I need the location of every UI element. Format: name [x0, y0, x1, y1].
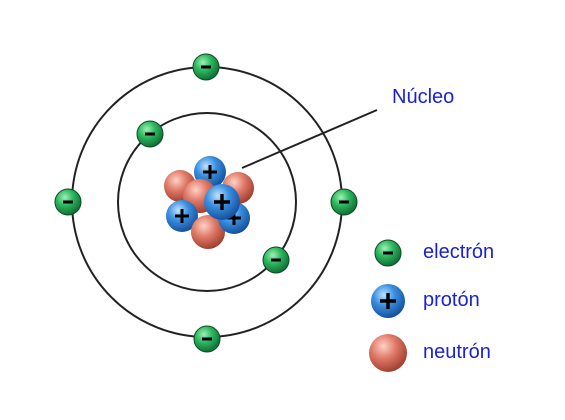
electron	[136, 120, 164, 148]
legend-neutron-icon	[369, 334, 407, 372]
electron	[193, 325, 221, 353]
proton	[204, 184, 240, 220]
legend-proton-label: protón	[423, 289, 480, 311]
inner-orbit	[117, 112, 297, 292]
electron	[330, 188, 358, 216]
legend-neutron-label: neutrón	[423, 341, 491, 363]
legend-electron-label: electrón	[423, 241, 495, 263]
nucleus-pointer-line	[241, 109, 378, 169]
nucleus	[164, 156, 254, 249]
electron	[262, 246, 290, 274]
electron	[54, 188, 82, 216]
proton	[166, 200, 198, 232]
electron	[192, 53, 220, 81]
legend-electron-icon	[374, 239, 402, 267]
neutron	[191, 215, 225, 249]
nucleus-label: Núcleo	[392, 86, 455, 108]
legend-proton-icon	[371, 284, 405, 318]
